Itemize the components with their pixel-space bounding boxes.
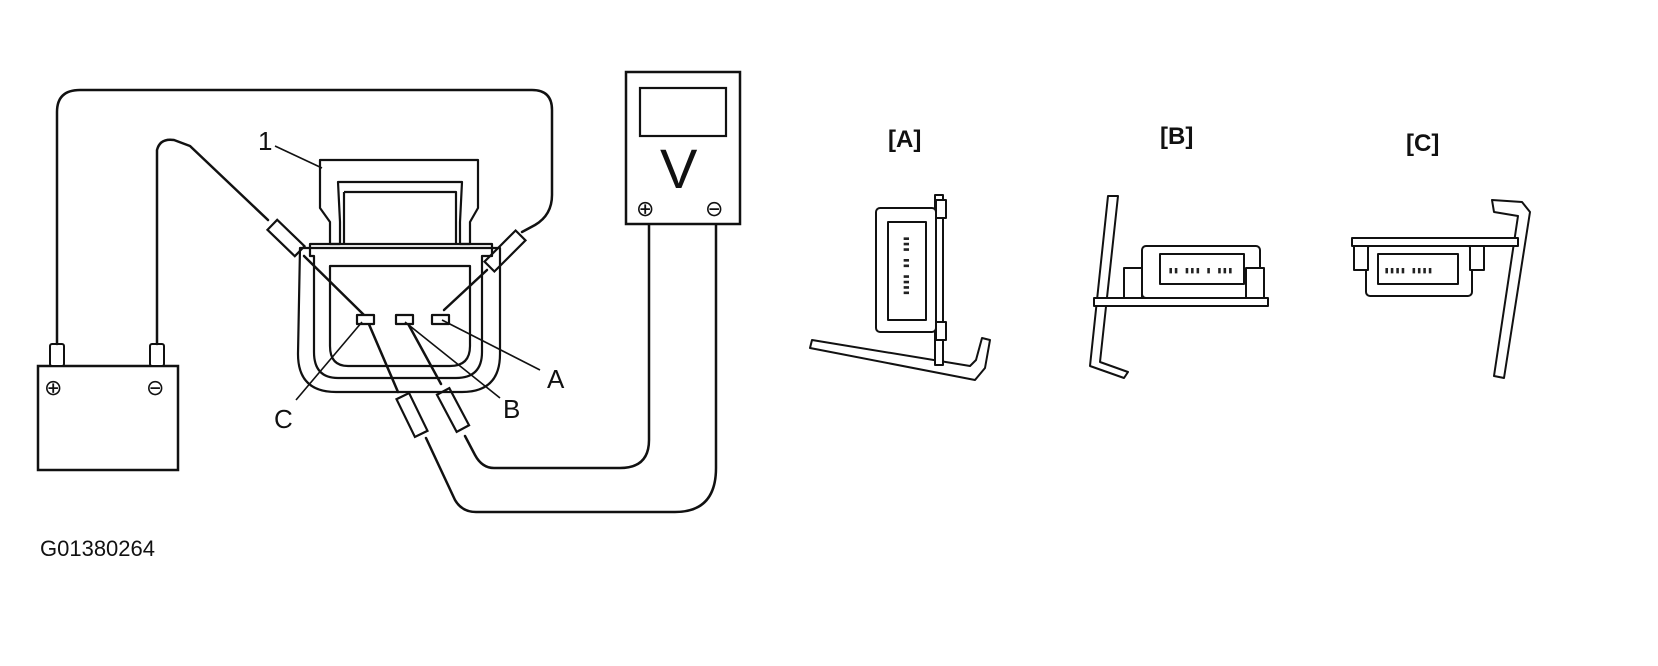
battery-negative-wire bbox=[155, 138, 270, 346]
terminal-c-lead-2 bbox=[366, 320, 400, 394]
voltmeter-negative-wire bbox=[424, 222, 718, 514]
terminal-b-label: B bbox=[503, 394, 520, 424]
voltmeter-positive-symbol: ⊕ bbox=[636, 196, 654, 221]
connector-body bbox=[308, 242, 494, 380]
probe-sleeve-a bbox=[482, 228, 528, 274]
view-b-bracket-plate bbox=[1093, 297, 1269, 307]
view-c-drawing bbox=[1351, 199, 1531, 379]
battery-body bbox=[36, 364, 180, 472]
view-a-bracket-foot bbox=[809, 337, 991, 381]
battery-positive-symbol: ⊕ bbox=[44, 375, 62, 400]
terminal-a-lead bbox=[442, 268, 489, 312]
connector-latch-inner bbox=[344, 190, 458, 244]
view-a-label: [A] bbox=[888, 126, 921, 153]
view-c-bracket-plate bbox=[1351, 237, 1519, 247]
view-a-module-text: ▮▮▮ ▮▮ ▮▮▮▮ bbox=[901, 236, 911, 296]
voltmeter: V ⊕ ⊖ bbox=[624, 70, 742, 226]
probe-sleeve-b bbox=[435, 386, 471, 434]
connector-latch bbox=[318, 158, 480, 246]
callout-1-line bbox=[274, 145, 323, 169]
view-b-label: [B] bbox=[1160, 123, 1193, 150]
callout-c-line bbox=[295, 321, 363, 401]
terminal-c-slot bbox=[355, 313, 376, 326]
view-a-module-label bbox=[887, 221, 927, 321]
voltmeter-negative-symbol: ⊖ bbox=[705, 196, 723, 221]
battery: ⊕ ⊖ bbox=[36, 343, 180, 472]
voltmeter-display bbox=[638, 86, 728, 138]
connector bbox=[296, 158, 502, 394]
view-c-module-label bbox=[1377, 253, 1459, 285]
battery-negative-symbol: ⊖ bbox=[146, 375, 164, 400]
view-b-drawing bbox=[1089, 195, 1269, 379]
figure-code: G01380264 bbox=[40, 536, 155, 561]
view-c-module-text: ▮▮▮▮ ▮▮▮▮ bbox=[1384, 266, 1433, 276]
connector-face bbox=[328, 264, 472, 368]
view-b-bracket-vertical bbox=[1089, 195, 1129, 379]
callout-1-label: 1 bbox=[258, 126, 272, 156]
terminal-c-label: C bbox=[274, 404, 293, 434]
callout-a-line bbox=[441, 319, 541, 371]
battery-positive-post bbox=[49, 343, 65, 367]
callout-b-line bbox=[404, 321, 501, 399]
terminal-a-label: A bbox=[547, 364, 565, 394]
view-c-bracket-vertical bbox=[1491, 199, 1531, 379]
wires bbox=[55, 88, 718, 514]
probes bbox=[265, 218, 528, 439]
connector-outer-shell bbox=[296, 246, 502, 394]
battery-positive-wire bbox=[55, 88, 554, 346]
probe-sleeve-c2 bbox=[395, 391, 429, 439]
terminal-a-slot bbox=[430, 313, 451, 326]
callouts bbox=[274, 145, 541, 401]
voltmeter-symbol: V bbox=[660, 137, 698, 200]
battery-negative-post bbox=[149, 343, 165, 367]
view-a-drawing bbox=[809, 194, 991, 381]
terminal-b-lead bbox=[404, 318, 443, 386]
view-b-module-text: ▮▮ ▮▮▮ ▮ ▮▮▮ bbox=[1168, 266, 1233, 276]
view-b-module-label bbox=[1159, 253, 1245, 285]
view-c-label: [C] bbox=[1406, 130, 1439, 157]
voltmeter-positive-wire bbox=[463, 222, 651, 470]
terminal-b-slot bbox=[394, 313, 415, 326]
